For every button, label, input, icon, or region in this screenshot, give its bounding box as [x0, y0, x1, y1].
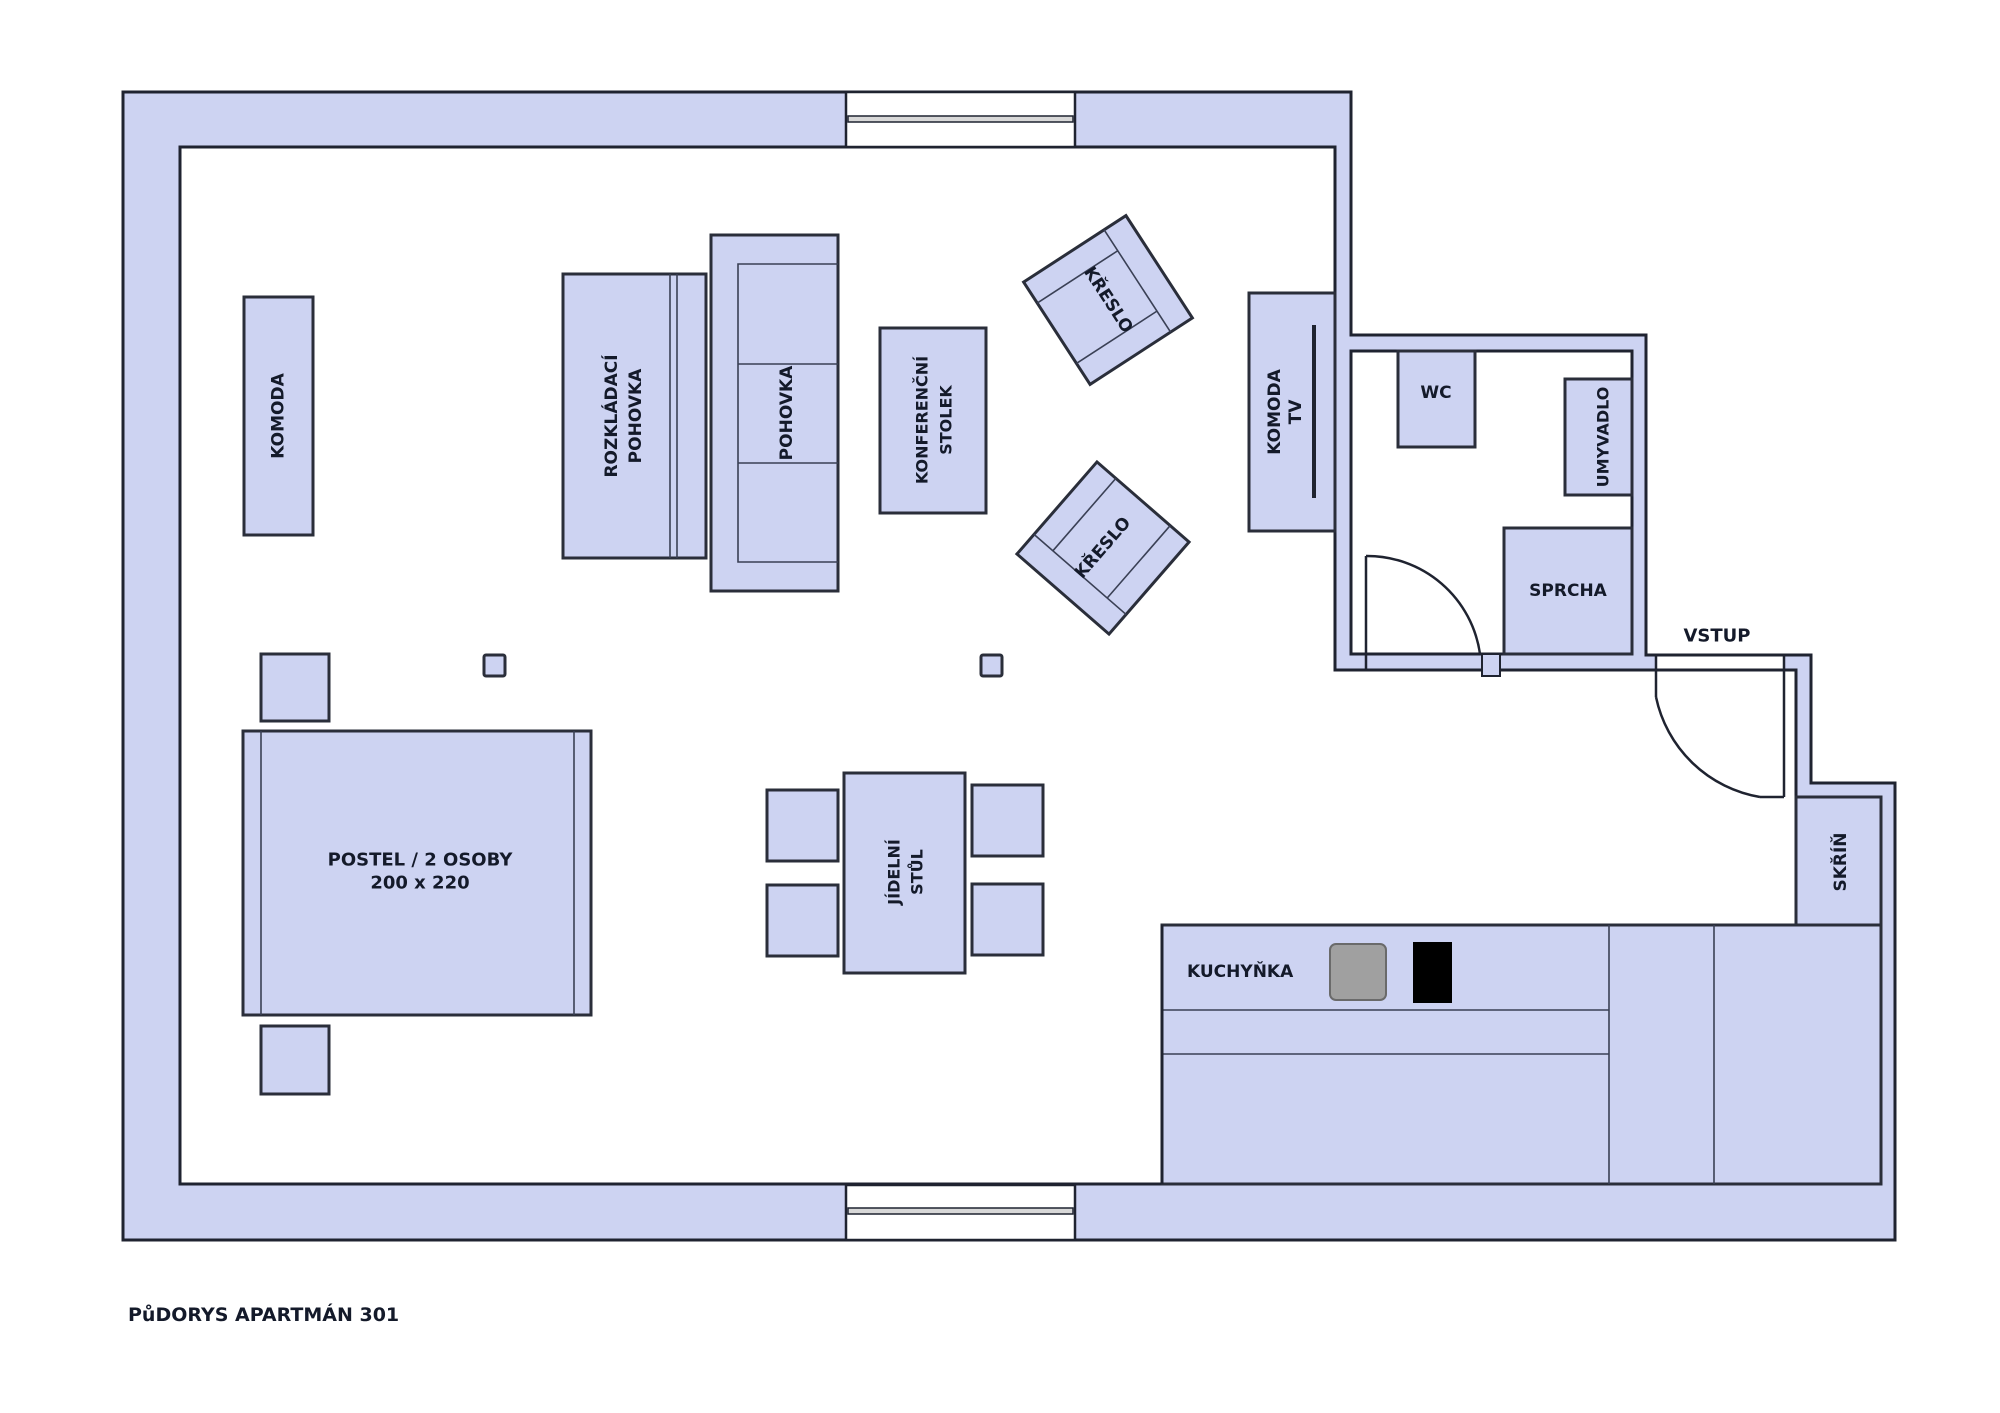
sink-label: UMYVADLO	[1594, 387, 1613, 488]
sofa-bed-label-2: POHOVKA	[626, 368, 646, 463]
sofa-bed-label-1: ROZKLÁDACÍ	[600, 354, 622, 477]
chair	[765, 883, 840, 958]
wc: WC	[1396, 349, 1477, 449]
tv-stand: KOMODA TV	[1247, 291, 1337, 533]
dining-table-label-2: STŮL	[908, 849, 927, 895]
entrance-label: VSTUP	[1684, 626, 1751, 647]
column-right	[979, 653, 1004, 678]
bed-label-1: POSTEL / 2 OSOBY	[328, 850, 514, 871]
bed-label-2: 200 x 220	[370, 873, 469, 894]
dining-table	[842, 771, 967, 975]
chair	[970, 882, 1045, 957]
dining-set: JÍDELNÍ STŮL	[765, 771, 1045, 975]
sofa-label: POHOVKA	[777, 365, 797, 460]
plan-title: PůDORYS APARTMÁN 301	[128, 1303, 399, 1326]
wardrobe: SKŘÍŇ	[1794, 795, 1883, 927]
dresser: KOMODA	[242, 295, 315, 537]
shower: SPRCHA	[1502, 526, 1634, 656]
dresser-label: KOMODA	[269, 372, 289, 458]
entrance-door	[1646, 653, 1796, 799]
fridge-icon	[1413, 942, 1452, 1003]
bed: POSTEL / 2 OSOBY 200 x 220	[241, 729, 593, 1017]
tv-stand-label-2: TV	[1286, 399, 1306, 425]
window-bottom	[844, 1183, 1077, 1242]
chair	[765, 788, 840, 863]
coffee-table-label-1: KONFERENČNÍ	[913, 356, 932, 484]
chair	[970, 783, 1045, 858]
stove-icon	[1329, 943, 1387, 1001]
window-top	[844, 90, 1077, 149]
shower-label: SPRCHA	[1529, 581, 1607, 601]
sofa-bed: ROZKLÁDACÍ POHOVKA	[561, 272, 708, 560]
coffee-table: KONFERENČNÍ STOLEK	[878, 326, 988, 515]
dining-table-label-1: JÍDELNÍ	[885, 839, 904, 906]
kitchen: KUCHYŇKA	[1160, 923, 1883, 1186]
wc-label: WC	[1420, 383, 1451, 403]
wardrobe-label: SKŘÍŇ	[1829, 832, 1851, 891]
tv-stand-label-1: KOMODA	[1265, 368, 1285, 454]
kitchen-label: KUCHYŇKA	[1187, 960, 1294, 982]
sink: UMYVADLO	[1563, 377, 1634, 497]
sofa: POHOVKA	[709, 233, 840, 593]
nightstand-top	[259, 652, 331, 723]
bathroom-door	[1364, 554, 1501, 677]
nightstand-bottom	[259, 1024, 331, 1096]
armchair-2: KŘESLO	[1014, 459, 1192, 637]
coffee-table-label-2: STOLEK	[937, 385, 956, 455]
armchair-1: KŘESLO	[1021, 213, 1195, 387]
column-left	[482, 653, 507, 678]
